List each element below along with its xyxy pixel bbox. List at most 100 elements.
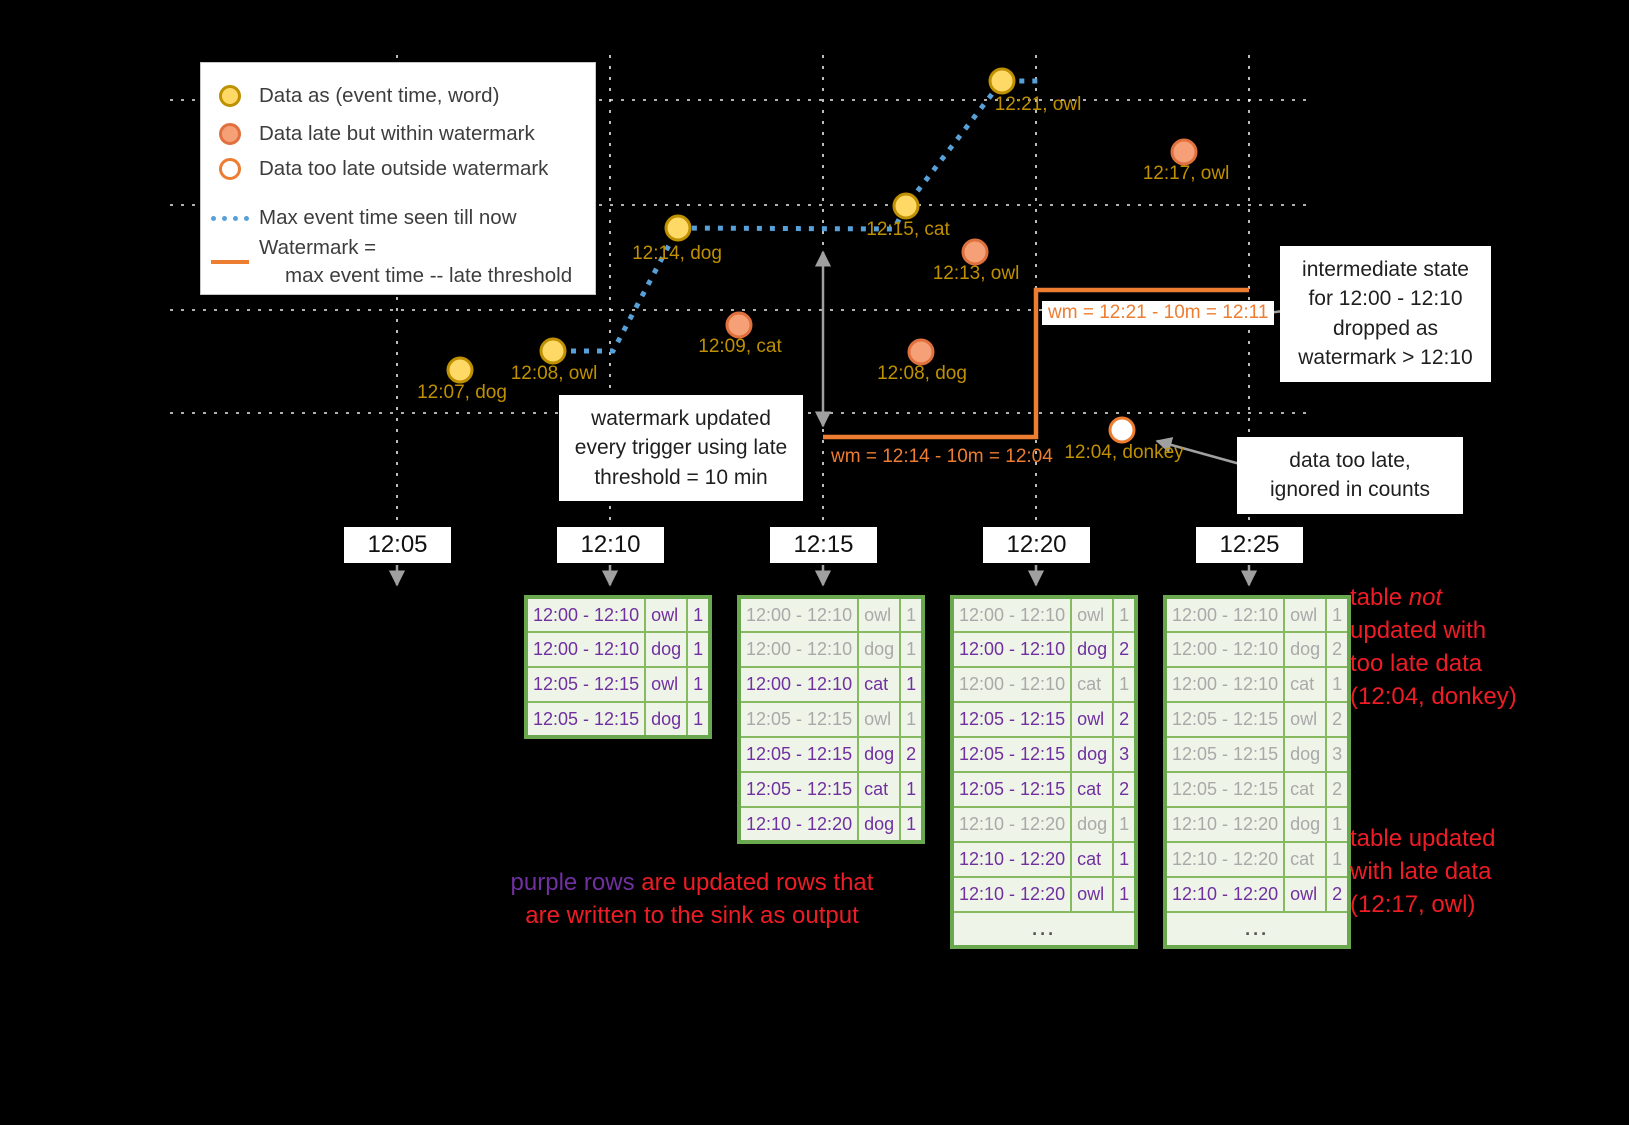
- note-purple-rows: purple rows are updated rows that are wr…: [492, 866, 892, 932]
- late-dot-icon: [201, 123, 259, 145]
- note-line: with late data: [1350, 858, 1492, 886]
- callout-line: for 12:00 - 12:10: [1308, 287, 1463, 311]
- event-label: 12:15, cat: [866, 219, 950, 240]
- callout-line: intermediate state: [1302, 258, 1469, 281]
- callout-watermark-update: watermark updated every trigger using la…: [559, 395, 803, 502]
- legend-label-line: max event time -- late threshold: [285, 264, 573, 287]
- event-label: 12:09, cat: [698, 336, 782, 357]
- legend-label: Data late but within watermark: [259, 121, 535, 145]
- note-line: too late data: [1350, 650, 1483, 678]
- legend-item: Data late but within watermark: [201, 119, 595, 149]
- event-point-on-time: [539, 337, 567, 365]
- event-point-on-time: [664, 214, 692, 242]
- event-label: 12:17, owl: [1142, 163, 1230, 184]
- callout-intermediate-state: intermediate state for 12:00 - 12:10 dro…: [1280, 246, 1491, 382]
- legend-label: Watermark = max event time -- late thres…: [259, 234, 572, 291]
- event-points: [446, 67, 1198, 444]
- note-line: are written to the sink as output: [525, 902, 859, 930]
- event-point-on-time: [988, 67, 1016, 95]
- note-not-updated: table not updated with too late data (12…: [1350, 581, 1517, 713]
- watermark-label-2: wm = 12:21 - 10m = 12:11: [1042, 301, 1275, 325]
- callout-line: watermark > 12:10: [1298, 346, 1473, 370]
- note-updated-late: table updated with late data (12:17, owl…: [1350, 822, 1495, 921]
- too-late-dot-icon: [201, 158, 259, 180]
- watermark-line-icon: [201, 260, 259, 264]
- event-label: 12:13, owl: [932, 263, 1020, 284]
- event-label: 12:07, dog: [417, 382, 507, 403]
- legend-item: Data as (event time, word): [201, 81, 595, 111]
- too-late-callout-arrow: [1155, 437, 1241, 466]
- event-label: 12:08, owl: [510, 363, 598, 384]
- on-time-dot-icon: [201, 85, 259, 107]
- note-line: table updated: [1350, 825, 1496, 852]
- legend-label-line: Watermark =: [259, 235, 377, 259]
- event-point-late: [961, 238, 989, 266]
- legend-item: Max event time seen till now: [201, 203, 595, 233]
- note-line: purple rows are updated rows that: [510, 869, 874, 896]
- max-event-time-line-icon: [201, 215, 259, 221]
- legend-label: Data too late outside watermark: [259, 156, 549, 180]
- event-point-on-time: [892, 192, 920, 220]
- event-point-late: [1170, 138, 1198, 166]
- watermark-step-line: [823, 287, 1249, 440]
- time-tick-12-15: 12:15: [770, 527, 877, 563]
- legend: Data as (event time, word) Data late but…: [200, 62, 596, 295]
- result-table-ellipsis-row: ...: [950, 911, 1138, 948]
- event-label: 12:04, donkey: [1064, 442, 1184, 463]
- legend-item: Watermark = max event time -- late thres…: [201, 233, 595, 291]
- legend-label: Data as (event time, word): [259, 83, 500, 107]
- time-tick-12-25: 12:25: [1196, 527, 1303, 563]
- event-label: 12:21, owl: [994, 94, 1082, 115]
- callout-line: every trigger using late: [574, 436, 788, 460]
- note-line: (12:04, donkey): [1350, 683, 1517, 711]
- event-point-late: [907, 338, 935, 366]
- callout-line: threshold = 10 min: [594, 465, 768, 489]
- legend-item: Data too late outside watermark: [201, 154, 595, 184]
- callout-line: ignored in counts: [1270, 478, 1430, 502]
- time-tick-12-05: 12:05: [344, 527, 451, 563]
- event-point-late: [725, 311, 753, 339]
- event-point-too-late: [1108, 416, 1136, 444]
- legend-label: Max event time seen till now: [259, 205, 517, 229]
- time-tick-12-20: 12:20: [983, 527, 1090, 563]
- event-label: 12:14, dog: [632, 243, 722, 264]
- callout-too-late: data too late, ignored in counts: [1237, 437, 1463, 514]
- note-line: updated with: [1350, 617, 1487, 645]
- callout-line: dropped as: [1332, 316, 1439, 340]
- event-label: 12:08, dog: [877, 363, 967, 384]
- note-line: (12:17, owl): [1350, 891, 1476, 919]
- callout-line: data too late,: [1289, 449, 1411, 472]
- watermark-label-1: wm = 12:14 - 10m = 12:04: [831, 446, 1053, 467]
